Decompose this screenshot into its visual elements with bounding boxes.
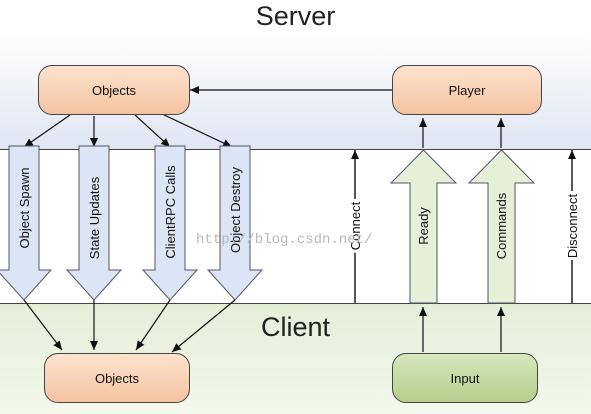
state-updates-label: State Updates <box>87 176 102 259</box>
client-objects-node: Objects <box>44 353 190 403</box>
object-spawn-block-arrow <box>0 145 53 301</box>
spawn-to-client-objects-arrow <box>23 299 63 351</box>
objects-to-rpc-arrow <box>134 114 171 148</box>
commands-block-arrow <box>467 149 536 304</box>
objects-to-spawn-arrow <box>23 114 71 148</box>
client-title: Client <box>260 312 331 342</box>
ready-block-arrow <box>389 149 458 304</box>
server-title: Server <box>255 1 336 31</box>
object-destroy-block-arrow <box>206 145 264 301</box>
state-updates-block-arrow <box>65 145 123 301</box>
commands-label: Commands <box>494 192 509 259</box>
ready-label: Ready <box>416 207 431 245</box>
rpc-to-client-objects-arrow <box>135 299 171 351</box>
server-objects-node: Objects <box>38 65 190 115</box>
clientrpc-calls-label: ClientRPC Calls <box>163 165 178 259</box>
input-node: Input <box>392 353 538 403</box>
player-node: Player <box>392 65 542 115</box>
destroy-to-client-objects-arrow <box>171 299 236 353</box>
objects-to-destroy-arrow <box>159 112 233 148</box>
object-spawn-label: Object Spawn <box>17 168 32 249</box>
watermark-text: http://blog.csdn.net/ <box>196 232 372 248</box>
object-destroy-label: Object Destroy <box>228 167 243 253</box>
disconnect-label: Disconnect <box>565 193 580 258</box>
connect-label: Connect <box>348 201 363 250</box>
clientrpc-block-arrow <box>141 145 199 301</box>
